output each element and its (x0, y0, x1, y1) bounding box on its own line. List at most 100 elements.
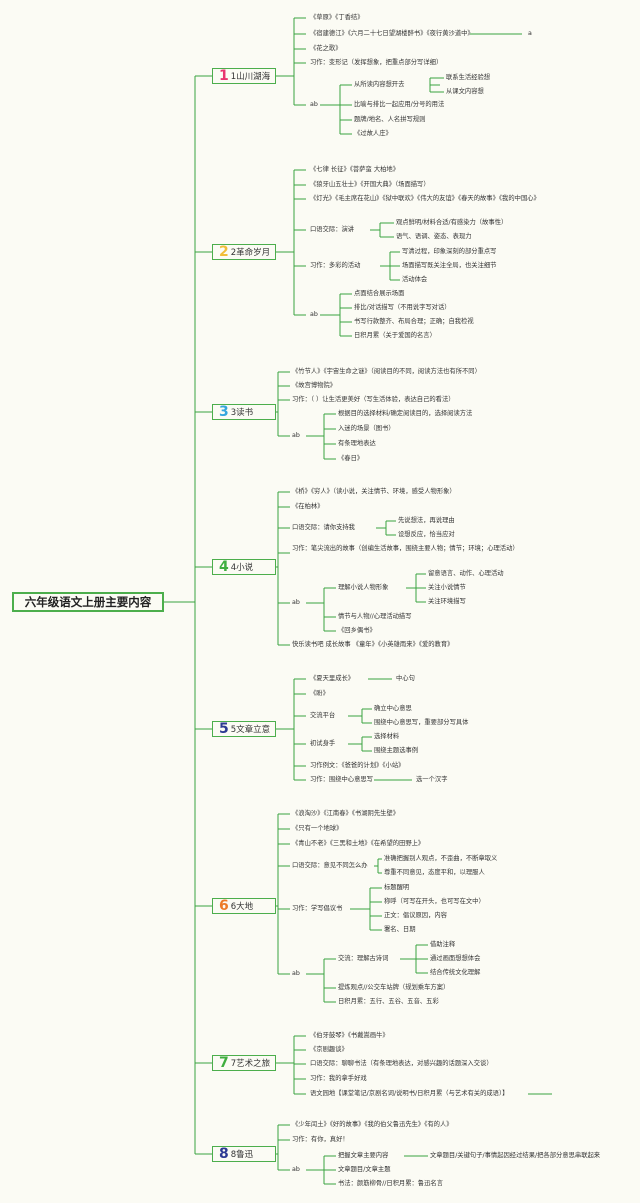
topic-4-2-1: 设想反应，恰当应对 (398, 531, 455, 538)
topic-5-5: 习作：围绕中心意思写 (310, 776, 373, 783)
topic-7-3: 习作：我的拿手好戏 (310, 1075, 367, 1082)
topic-6-3: 口语交际：意见不同怎么办 (292, 862, 368, 869)
topic-6-4-0: 标题醒明 (384, 884, 410, 891)
topic-8-2-1: 文章题目/文章主题 (338, 1166, 391, 1173)
topic-6-3-1: 尊重不同意见，态度平和，以理服人 (384, 869, 485, 876)
topic-6-4-1: 称呼（可写在开头，也可写在文中） (384, 898, 485, 905)
topic-2-5-1: 排比/对话描写（不用说字写对话） (354, 304, 451, 311)
topic-3-3-1: 入迷的场景（图书） (338, 425, 395, 432)
unit-number: 5 (219, 721, 229, 737)
topic-3-3: ab (292, 432, 300, 439)
topic-4-4-2: 《回乡偶书》 (338, 627, 376, 634)
topic-4-5: 快乐读书吧 成长故事 《童年》《小英雄雨来》《爱的教育》 (292, 641, 454, 648)
unit-title: 7艺术之旅 (230, 1059, 271, 1069)
topic-4-4-0-1: 关注小说情节 (428, 584, 466, 591)
topic-5-2: 交流平台 (310, 712, 336, 719)
unit-title: 5文章立意 (230, 725, 271, 735)
unit-title: 8鲁迅 (230, 1150, 254, 1160)
topic-4-1: 《在柏林》 (292, 503, 324, 510)
unit-title: 6大地 (230, 902, 254, 912)
topic-3-0: 《竹节人》《宇宙生命之谜》（阅读目的不同，阅读方法也有所不同） (292, 368, 481, 375)
topic-6-5-0-1: 通过画面想想体会 (430, 955, 481, 962)
unit-title: 4小说 (230, 563, 254, 573)
unit-number: 6 (219, 898, 229, 914)
topic-8-2: ab (292, 1166, 300, 1173)
topic-2-4-1: 场面描写既关注全局，也关注细节 (402, 262, 497, 269)
unit-number: 1 (219, 68, 229, 84)
unit-number: 3 (219, 404, 229, 420)
topic-6-4: 习作：学写倡议书 (292, 905, 343, 912)
topic-1-1-note: a (528, 30, 532, 37)
topic-1-4-0-1: 从课文内容想 (446, 88, 484, 95)
topic-4-0: 《桥》《穷人》（读小说，关注情节、环境，感受人物形象） (292, 488, 456, 495)
topic-2-5-2: 书写行款整齐、布局合理；正确；自我检视 (354, 318, 474, 325)
topic-6-4-3: 署名、日期 (384, 926, 416, 933)
topic-8-2-0: 把握文章主要内容 (338, 1152, 389, 1159)
topic-2-2: 《灯光》《毛主席在花山》《狱中联欢》《伟大的友谊》《春天的故事》《我的中国心》 (310, 195, 540, 202)
topic-5-2-0: 确立中心意思 (374, 705, 412, 712)
topic-5-0: 《夏天里成长》 (310, 675, 355, 682)
topic-7-2: 口语交际：聊聊书法（有条理地表达，对感兴趣的话题深入交谈） (310, 1060, 493, 1067)
topic-4-4-0-2: 关注环境描写 (428, 598, 466, 605)
topic-3-3-0: 根据目的选择材料/确定阅读目的，选择阅读方法 (338, 410, 473, 417)
topic-1-4-2: 题牌/地名、人名拼写规则 (354, 116, 426, 123)
topic-2-4-0: 写清过程，印象深刻的部分重点写 (402, 248, 497, 255)
topic-7-4: 语文园地【课堂笔记/京剧名词/说明书/日积月累（与艺术有关的成语）】 (310, 1090, 509, 1097)
topic-2-4-2: 活动体会 (402, 276, 428, 283)
topic-1-2: 《花之歌》 (310, 45, 342, 52)
unit-number: 2 (219, 244, 229, 260)
topic-5-3-1: 围绕主题选事例 (374, 747, 419, 754)
unit-number: 4 (219, 559, 229, 575)
topic-2-5: ab (310, 311, 318, 318)
topic-2-3-0: 观点鲜明/材料合适/有感染力（故事性） (396, 219, 508, 226)
topic-1-4: ab (310, 101, 318, 108)
topic-1-3: 习作：变形记（发挥想象，把重点部分写详细） (310, 59, 443, 66)
topic-6-0: 《浪淘沙》《江南春》《书湖阴先生壁》 (292, 810, 400, 817)
topic-6-5-0: 交流：理解古诗词 (338, 955, 389, 962)
topic-3-2: 习作：（ ）让生活更美好（写生活体验，表达自己的看法） (292, 396, 455, 403)
topic-2-3-1: 语气、语调、姿态、表现力 (396, 233, 472, 240)
topic-3-3-3: 《春日》 (338, 455, 364, 462)
topic-5-4: 习作例文：《爸爸的计划》《小站》 (310, 762, 405, 769)
topic-5-1: 《盼》 (310, 690, 329, 697)
topic-2-5-0: 点面结合展示场面 (354, 290, 405, 297)
topic-6-5-0-2: 结合传统文化理解 (430, 969, 481, 976)
topic-8-0: 《少年闰土》《好的故事》《我的伯父鲁迅先生》《有的人》 (292, 1121, 453, 1128)
topic-2-4: 习作：多彩的活动 (310, 262, 361, 269)
topic-1-1: 《宿建德江》《六月二十七日望湖楼醉书》《夜行黄沙道中》 (310, 30, 474, 37)
topic-6-5-2: 日积月累：五行、五谷、五音、五彩 (338, 998, 439, 1005)
topic-4-2-0: 先说想法，再说理由 (398, 517, 455, 524)
topic-2-1: 《狼牙山五壮士》《开国大典》（场面描写） (310, 181, 430, 188)
topic-6-2: 《青山不老》《三黑和土地》《在希望的田野上》 (292, 840, 425, 847)
topic-2-5-3: 日积月累（关于爱国的名言） (354, 332, 436, 339)
unit-title: 3读书 (230, 408, 254, 418)
topic-6-5: ab (292, 970, 300, 977)
topic-1-4-0-0: 联系生活经验想 (446, 74, 491, 81)
topic-6-3-0: 准确把握别人观点，不歪曲，不断章取义 (384, 855, 498, 862)
topic-4-4-0-0: 留意语言、动作、心理活动 (428, 570, 504, 577)
unit-title: 2革命岁月 (230, 248, 271, 258)
root-topic: 六年级语文上册主要内容 (12, 592, 164, 612)
topic-4-4-1: 情节与人物//心理活动描写 (338, 613, 412, 620)
topic-8-2-0-note: 文章题目/关键句子/事情起因经过结果/把各部分意思串联起来 (430, 1152, 601, 1159)
topic-1-4-0: 从所读内容想开去 (354, 81, 405, 88)
unit-number: 7 (219, 1055, 229, 1071)
topic-5-2-1: 围绕中心意思写，重要部分写具体 (374, 719, 469, 726)
topic-4-4-0: 理解小说人物形象 (338, 584, 389, 591)
topic-8-2-2: 书法：颜筋柳骨//日积月累：鲁迅名言 (338, 1180, 443, 1187)
topic-7-0: 《伯牙鼓琴》《书戴嵩画牛》 (310, 1032, 389, 1039)
topic-1-4-3: 《过故人庄》 (354, 130, 392, 137)
topic-6-4-2: 正文：倡议原因，内容 (384, 912, 447, 919)
topic-4-4: ab (292, 599, 300, 606)
unit-number: 8 (219, 1146, 229, 1162)
topic-5-0-note: 中心句 (396, 675, 415, 682)
topic-6-1: 《只有一个地球》 (292, 825, 343, 832)
topic-2-3: 口语交际：演讲 (310, 226, 355, 233)
topic-4-3: 习作：笔尖流出的故事（创编生活故事，围绕主要人物；情节；环境；心理活动） (292, 545, 519, 552)
